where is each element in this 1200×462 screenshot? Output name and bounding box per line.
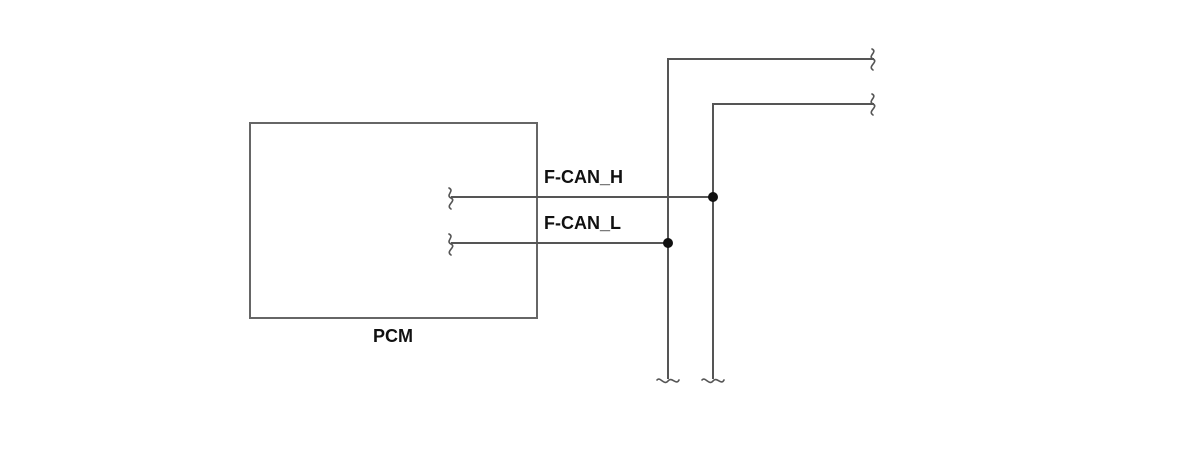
f-can-l-label: F-CAN_L: [544, 213, 621, 233]
upper-branch-break-symbol: [870, 48, 876, 71]
f-can-h-junction-dot: [708, 192, 718, 202]
f-can-h-break-symbol: [448, 187, 454, 210]
f-can-h-bus-wire: [712, 103, 874, 379]
lower-branch-break-symbol: [870, 93, 876, 116]
f-can-l-junction-dot: [663, 238, 673, 248]
f-can-h-label: F-CAN_H: [544, 167, 623, 187]
right-bus-bottom-break-symbol: [701, 378, 725, 384]
pcm-module-box: [249, 122, 538, 319]
left-bus-bottom-break-symbol: [656, 378, 680, 384]
f-can-l-break-symbol: [448, 233, 454, 256]
f-can-l-bus-wire: [667, 58, 874, 379]
pcm-module-label: PCM: [373, 326, 413, 346]
